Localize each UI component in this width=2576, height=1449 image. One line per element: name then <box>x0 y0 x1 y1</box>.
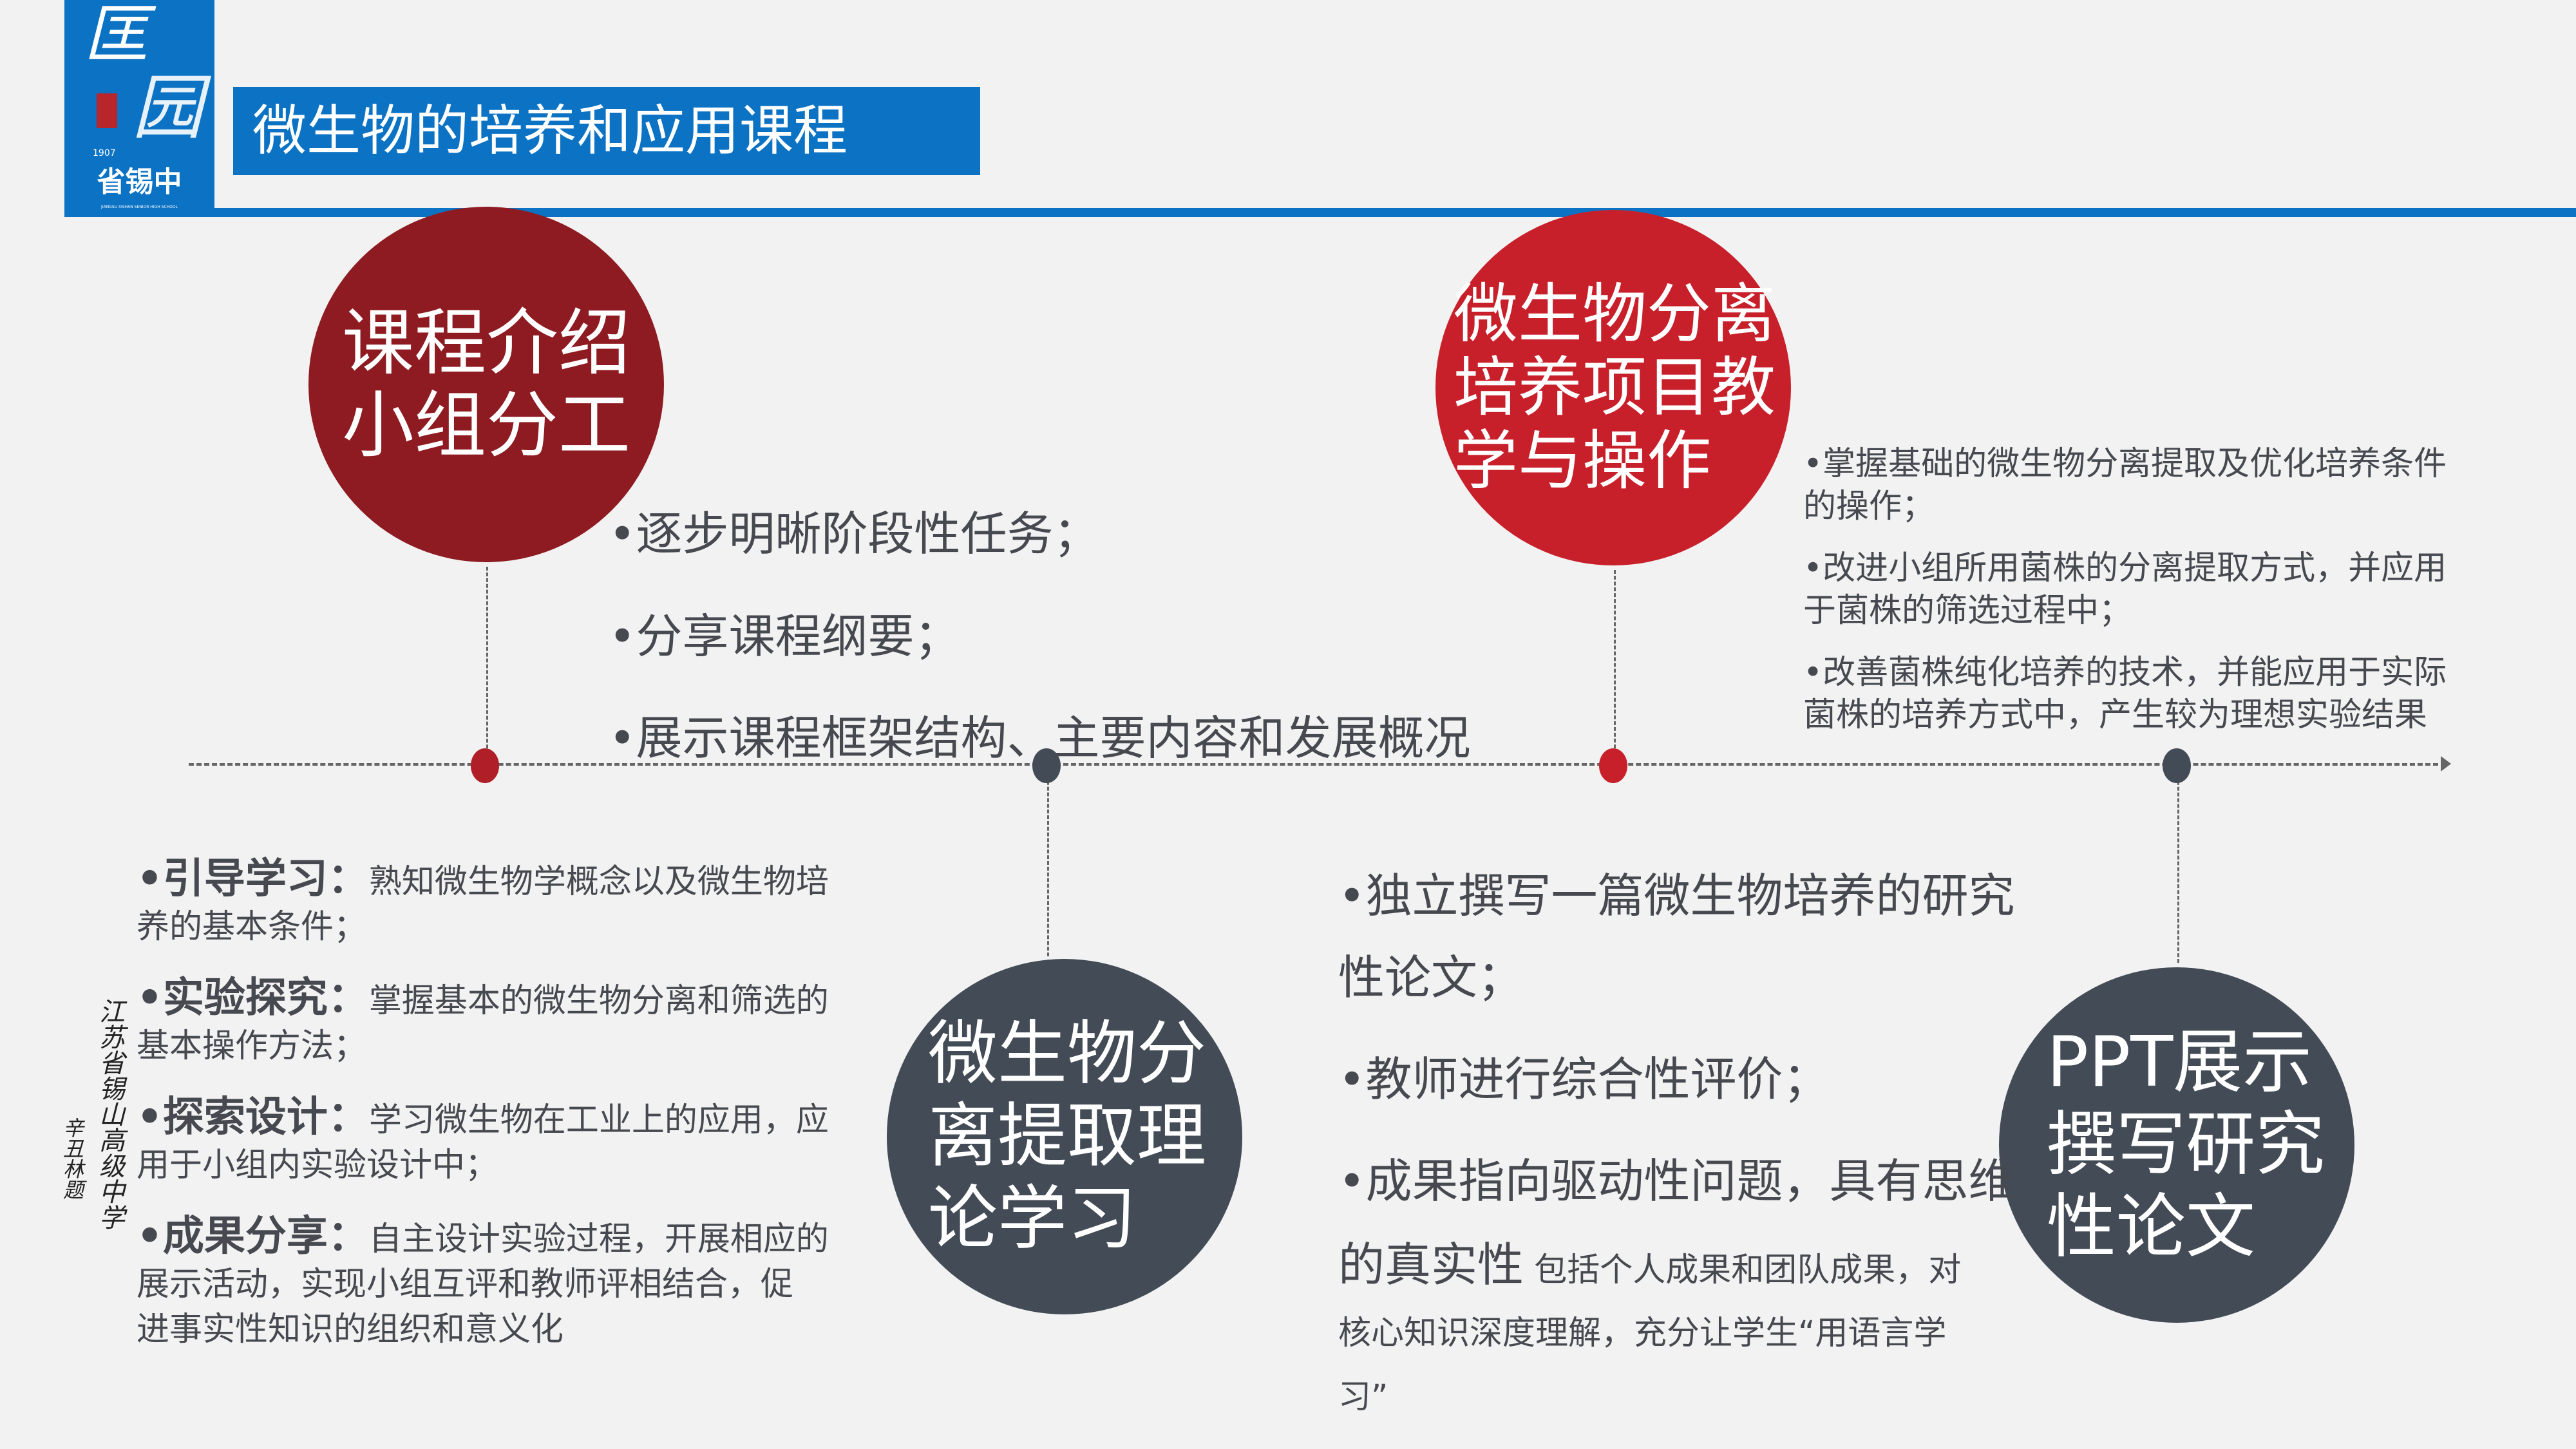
point-heading: •引导学习： <box>137 855 369 903</box>
inscription-calligraphy: 江苏省锡山高级中学 <box>95 998 124 1230</box>
stage4-point: 的真实性 包括个人成果和团队成果，对 <box>1338 1227 1961 1294</box>
logo-year: 1907 <box>93 148 116 158</box>
timeline-dot-4 <box>2163 748 2191 783</box>
point-heading: •成果分享： <box>137 1213 369 1260</box>
point-text: 的真实性 <box>1338 1238 1524 1292</box>
stage-label: 论学习 <box>928 1179 1137 1259</box>
point-text: 自主设计实验过程，开展相应的 <box>368 1220 829 1258</box>
point-text: 进事实性知识的组织和意义化 <box>137 1311 564 1349</box>
stage-label: 性论文 <box>2047 1187 2256 1267</box>
stage-label: 课程介绍 <box>342 301 630 385</box>
timeline-line <box>189 763 2446 766</box>
stage4-point: •教师进行综合性评价； <box>1338 1052 1830 1106</box>
connector-2 <box>1047 770 1049 956</box>
point-text: 包括个人成果和团队成果，对 <box>1524 1251 1962 1289</box>
stage-label: 学与操作 <box>1454 423 1711 498</box>
stage-circle-theory: 微生物分 离提取理 论学习 <box>887 959 1242 1314</box>
point-text: •改进小组所用菌株的分离提取方式，并应用 <box>1803 549 2447 587</box>
timeline-dot-3 <box>1599 748 1627 783</box>
point-heading: •探索设计： <box>137 1094 369 1141</box>
point-text: 展示活动，实现小组互评和教师评相结合，促 <box>137 1265 794 1303</box>
connector-4 <box>2177 770 2179 963</box>
timeline-dot-1 <box>471 748 499 783</box>
point-text: 养的基本条件； <box>137 908 367 946</box>
stage3-points: •掌握基础的微生物分离提取及优化培养条件 的操作； •改进小组所用菌株的分离提取… <box>1803 443 2447 737</box>
logo-subtitle: JIANGSU XISHAN SENIOR HIGH SCHOOL <box>101 205 178 209</box>
header-rule <box>214 208 2576 217</box>
point-text: 学习微生物在工业上的应用，应 <box>368 1101 829 1139</box>
point-heading: •实验探究： <box>137 974 369 1022</box>
timeline-dot-2 <box>1032 748 1061 783</box>
point-text: 掌握基本的微生物分离和筛选的 <box>368 982 829 1020</box>
stage-label: 撰写研究 <box>2047 1104 2325 1185</box>
point-text: 菌株的培养方式中，产生较为理想实验结果 <box>1803 696 2428 734</box>
stage4-point: 习” <box>1338 1378 1388 1416</box>
stage-label: 微生物分 <box>928 1014 1207 1094</box>
page-title: 微生物的培养和应用课程 <box>233 87 980 175</box>
school-logo: 匡 园 1907 省锡中 JIANGSU XISHAN SENIOR HIGH … <box>64 0 214 217</box>
stage1-point: •分享课程纲要； <box>609 609 961 663</box>
point-text: 用于小组内实验设计中； <box>137 1146 498 1184</box>
stage4-point: •独立撰写一篇微生物培养的研究 <box>1338 869 2015 923</box>
stage-label: 培养项目教 <box>1454 350 1776 425</box>
connector-1 <box>486 567 488 760</box>
stage-label: PPT展示 <box>2047 1022 2313 1103</box>
point-text: 于菌株的筛选过程中； <box>1803 592 2132 630</box>
stage1-point: •展示课程框架结构、主要内容和发展概况 <box>609 711 1471 765</box>
stage-circle-intro: 课程介绍 小组分工 <box>308 207 664 562</box>
stage4-point: 核心知识深度理解，充分让学生“用语言学 <box>1338 1314 1947 1352</box>
stage-label: 离提取理 <box>928 1096 1207 1177</box>
stage4-point: •成果指向驱动性问题，具有思维 <box>1338 1154 2015 1208</box>
point-text: 的操作； <box>1803 488 1935 526</box>
stage-circle-project: 微生物分离 培养项目教 学与操作 <box>1435 210 1791 565</box>
logo-calligraphy-2: 园 <box>132 66 203 149</box>
stage-label: 微生物分离 <box>1454 276 1776 352</box>
connector-3 <box>1614 570 1616 760</box>
logo-calligraphy: 匡 <box>84 0 148 72</box>
stage4-point: 性论文； <box>1338 951 1524 1005</box>
stage1-point: •逐步明晰阶段性任务； <box>609 507 1100 561</box>
point-text: •改善菌株纯化培养的技术，并能应用于实际 <box>1803 654 2447 692</box>
point-text: •掌握基础的微生物分离提取及优化培养条件 <box>1803 445 2447 483</box>
point-text: 基本操作方法； <box>137 1027 367 1065</box>
timeline-arrow-icon <box>2441 756 2451 772</box>
logo-seal <box>97 93 117 128</box>
point-text: 熟知微生物学概念以及微生物培 <box>368 863 829 901</box>
logo-name: 省锡中 <box>97 166 182 198</box>
stage-label: 小组分工 <box>342 384 630 468</box>
inscription-signature: 辛丑林题 <box>60 1117 84 1200</box>
stage-circle-paper: PPT展示 撰写研究 性论文 <box>1999 967 2354 1323</box>
stage2-points: •引导学习：熟知微生物学概念以及微生物培 养的基本条件； •实验探究：掌握基本的… <box>137 857 829 1352</box>
